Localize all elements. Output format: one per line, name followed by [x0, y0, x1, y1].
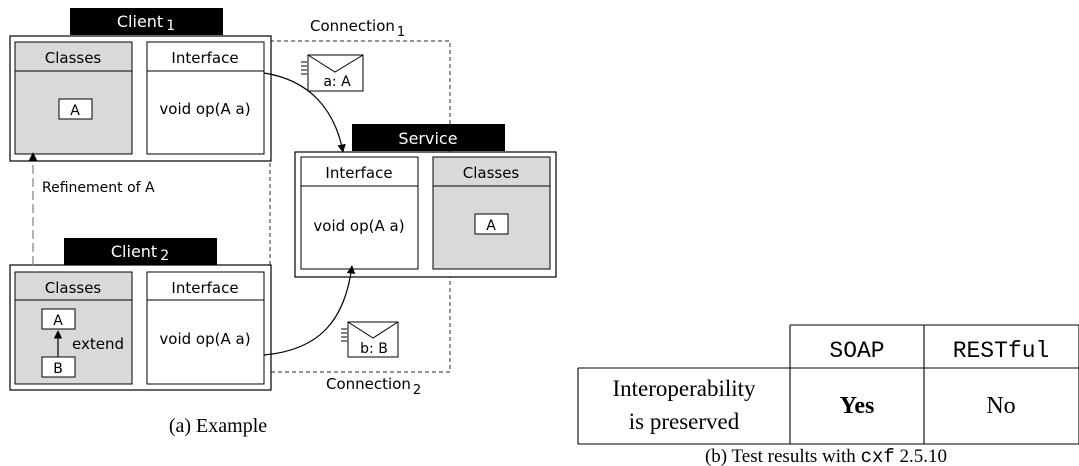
client2-class-b: B: [53, 361, 63, 377]
client2-to-service-arrow: [263, 265, 356, 356]
message1-label: a: A: [323, 74, 351, 90]
service-class-a-box: [474, 213, 509, 235]
table-header-restful: RESTful: [953, 338, 1050, 364]
client2-class-a: A: [53, 313, 63, 329]
service-component: Service Interface void op(A a) Classes A: [294, 124, 557, 278]
service-op: void op(A a): [313, 217, 404, 235]
message2-label: b: B: [360, 341, 388, 357]
message1-envelope: a: A: [301, 54, 364, 92]
client1-class-a: A: [70, 103, 80, 119]
client2-classes-label: Classes: [45, 279, 102, 297]
message2-envelope: b: B: [341, 321, 399, 358]
table-header-soap: SOAP: [829, 338, 884, 364]
caption-b: (b) Test results with cxf 2.5.10: [705, 446, 947, 466]
client1-interface-label: Interface: [171, 49, 238, 67]
client1-op: void op(A a): [159, 100, 250, 118]
client2-class-a-box: [41, 308, 76, 330]
table-cell-soap: Yes: [840, 393, 875, 419]
client1-classes-label: Classes: [45, 49, 102, 67]
results-table: SOAP RESTful Interoperability is preserv…: [577, 324, 1079, 445]
service-interface-label: Interface: [325, 164, 392, 182]
refinement-label: Refinement of A: [42, 180, 155, 196]
service-class-a: A: [486, 218, 496, 234]
table-row-label-line2: is preserved: [629, 409, 740, 434]
service-classes-label: Classes: [463, 164, 520, 182]
client1-class-a-box: [58, 98, 93, 120]
client2-op: void op(A a): [159, 330, 250, 348]
client2-interface-label: Interface: [171, 279, 238, 297]
extend-label: extend: [72, 335, 124, 353]
table-cell-restful: No: [986, 393, 1015, 419]
table-row-label-line1: Interoperability: [612, 376, 756, 401]
client1-to-service-arrow: [263, 72, 346, 153]
service-title: Service: [398, 129, 457, 148]
caption-a: (a) Example: [169, 415, 267, 437]
